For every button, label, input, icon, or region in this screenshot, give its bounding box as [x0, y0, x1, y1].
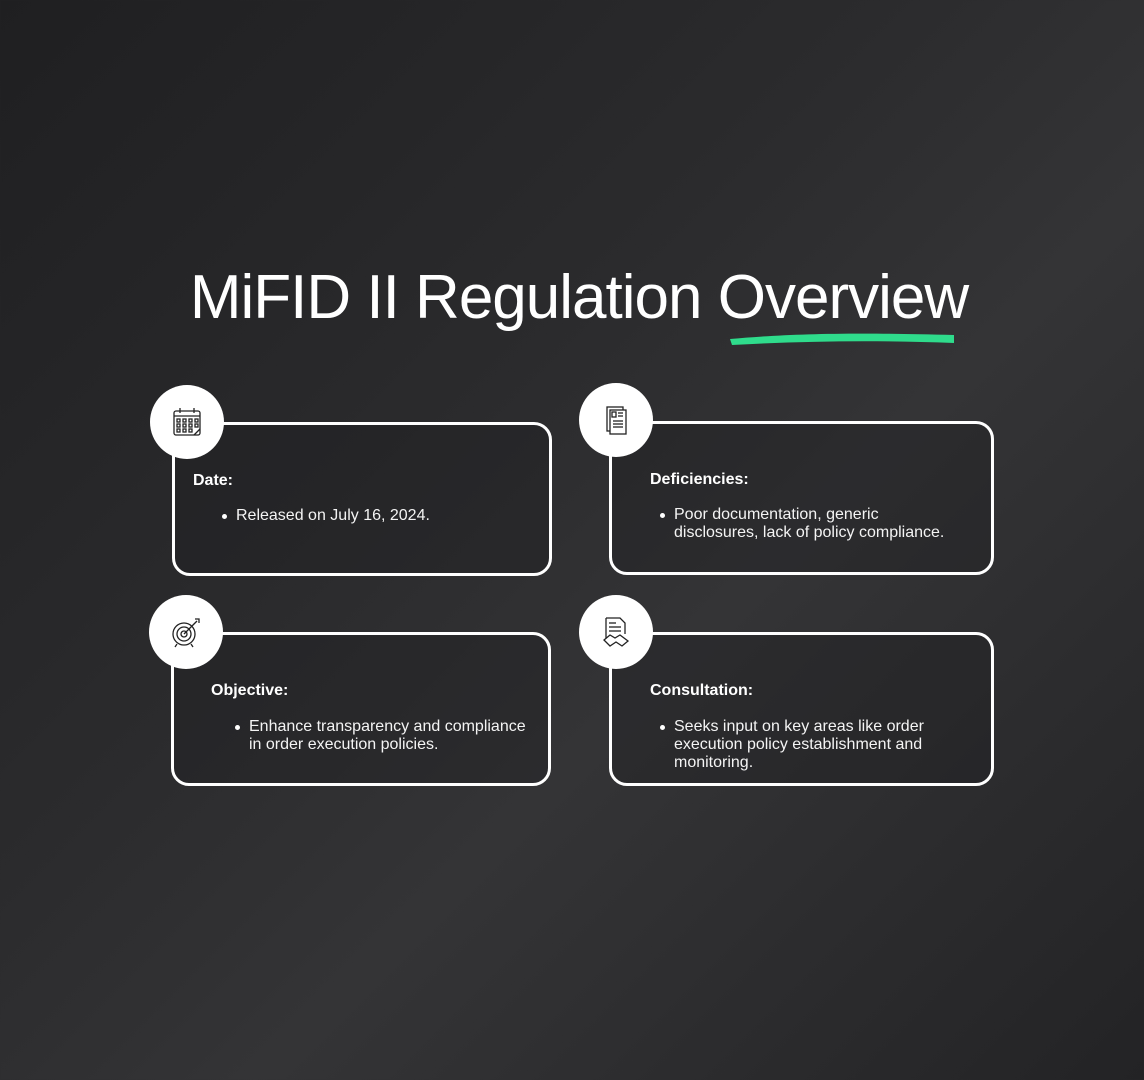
- card-deficiencies: [609, 421, 994, 575]
- agreement-handshake-icon: [603, 617, 630, 647]
- card-bullet: Enhance transparency and compliance in o…: [235, 718, 539, 754]
- card-heading: Date:: [193, 472, 234, 489]
- title-main: MiFID II Regulation: [189, 263, 703, 332]
- target-icon: [172, 618, 200, 648]
- page-title: MiFID II Regulation Overview: [0, 262, 1144, 333]
- card-bullet: Released on July 16, 2024.: [222, 507, 526, 525]
- title-highlight: Overview: [717, 263, 969, 332]
- documents-icon: [606, 406, 627, 435]
- card-heading: Deficiencies:: [650, 471, 749, 488]
- card-heading: Objective:: [211, 682, 289, 699]
- calendar-icon: [173, 408, 201, 436]
- card-date: [172, 422, 552, 576]
- card-consultation: [609, 632, 994, 786]
- target-icon-badge: [149, 595, 223, 669]
- calendar-icon-badge: [150, 385, 224, 459]
- documents-icon-badge: [579, 383, 653, 457]
- card-bullet: Seeks input on key areas like order exec…: [660, 718, 964, 772]
- card-heading: Consultation:: [650, 682, 754, 699]
- card-bullet: Poor documentation, generic disclosures,…: [660, 506, 964, 542]
- agreement-icon-badge: [579, 595, 653, 669]
- card-objective: [171, 632, 551, 786]
- green-underline-brush: [730, 333, 954, 345]
